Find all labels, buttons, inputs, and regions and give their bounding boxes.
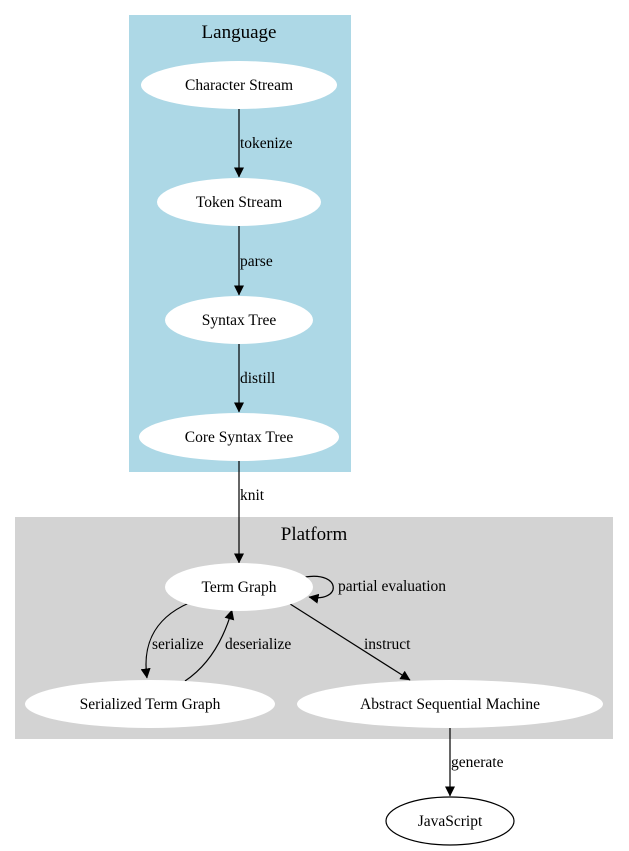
edge-serialize: serialize	[140, 602, 204, 679]
node-label-character-stream: Character Stream	[185, 77, 293, 94]
node-term-graph: Term Graph	[165, 563, 313, 611]
node-label-serialized-term-graph: Serialized Term Graph	[80, 696, 221, 713]
edge-deserialize: deserialize	[184, 609, 291, 682]
node-label-abstract-sequential-machine: Abstract Sequential Machine	[360, 696, 540, 713]
edge-label-instruct: instruct	[364, 636, 411, 653]
node-label-core-syntax-tree: Core Syntax Tree	[185, 429, 294, 446]
edge-distill: distill	[234, 344, 275, 413]
node-abstract-sequential-machine: Abstract Sequential Machine	[297, 680, 603, 728]
edge-instruct: instruct	[286, 601, 411, 681]
node-core-syntax-tree: Core Syntax Tree	[139, 413, 339, 461]
edge-parse: parse	[234, 226, 273, 296]
node-javascript: JavaScript	[385, 796, 515, 846]
node-label-javascript: JavaScript	[418, 813, 483, 830]
edge-generate: generate	[445, 727, 504, 797]
edge-label-partial-evaluation: partial evaluation	[338, 578, 446, 595]
edge-knit: knit	[234, 461, 265, 564]
cluster-platform-label: Platform	[281, 524, 348, 545]
edge-partial-evaluation: partial evaluation	[304, 575, 446, 604]
node-serialized-term-graph: Serialized Term Graph	[25, 680, 275, 728]
edge-label-serialize: serialize	[152, 636, 204, 653]
node-label-syntax-tree: Syntax Tree	[202, 312, 277, 329]
edge-label-tokenize: tokenize	[240, 135, 293, 152]
node-character-stream: Character Stream	[141, 61, 337, 109]
node-label-token-stream: Token Stream	[196, 194, 282, 211]
edge-tokenize: tokenize	[234, 108, 293, 178]
node-label-term-graph: Term Graph	[201, 579, 276, 596]
node-token-stream: Token Stream	[157, 178, 321, 226]
edge-label-deserialize: deserialize	[225, 636, 291, 653]
edge-label-parse: parse	[240, 253, 273, 270]
edge-label-generate: generate	[451, 754, 504, 771]
edge-label-knit: knit	[240, 487, 265, 504]
cluster-language-label: Language	[202, 22, 277, 43]
node-syntax-tree: Syntax Tree	[165, 296, 313, 344]
edge-label-distill: distill	[240, 370, 275, 387]
